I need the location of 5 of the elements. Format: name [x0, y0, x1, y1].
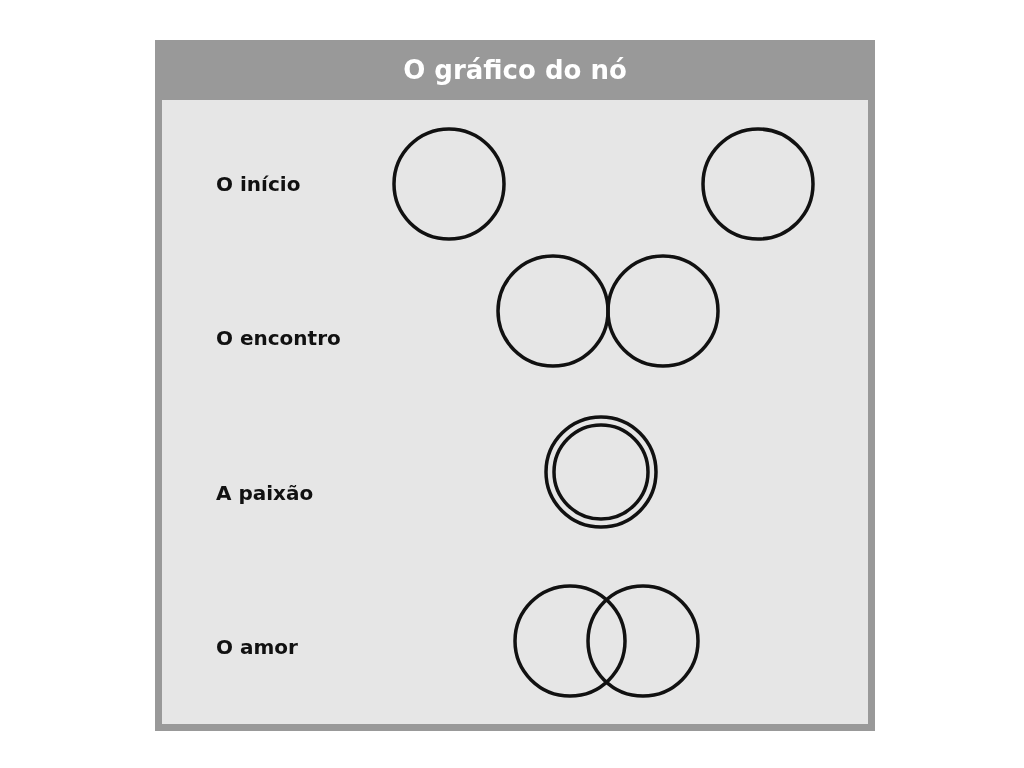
row-label: O amor: [216, 635, 298, 659]
row-label: A paixão: [216, 481, 314, 505]
row-label: O encontro: [216, 326, 341, 350]
title: O gráfico do nó: [402, 54, 628, 87]
row-label: O início: [216, 172, 301, 196]
